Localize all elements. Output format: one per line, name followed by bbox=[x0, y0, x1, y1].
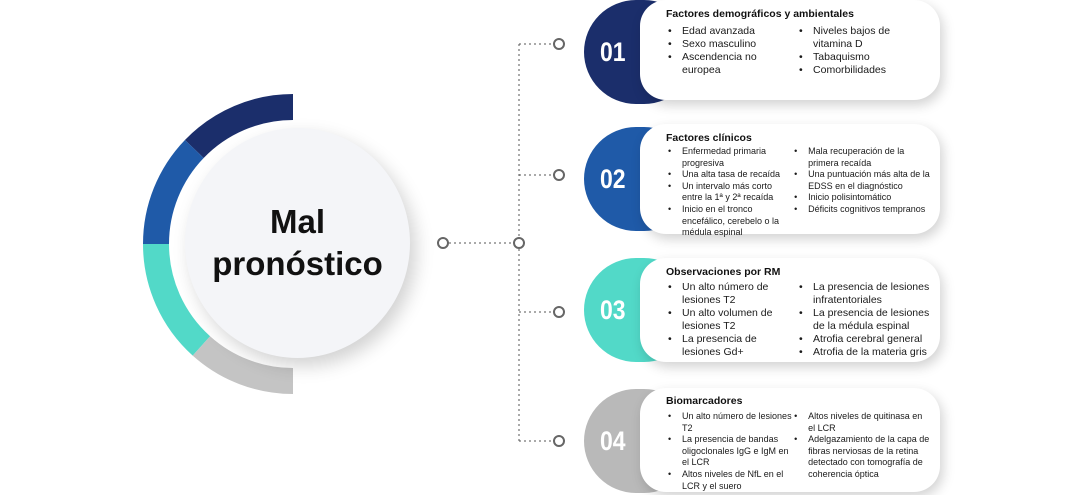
section-number: 03 bbox=[600, 294, 626, 325]
section-title: Factores demográficos y ambientales bbox=[666, 8, 854, 20]
ring-segment-navy bbox=[184, 94, 294, 159]
connector-node bbox=[553, 169, 565, 181]
list-item: La presencia de lesiones infratentoriale… bbox=[797, 281, 930, 307]
section-list-left: Un alto número de lesiones T2 Un alto vo… bbox=[666, 281, 797, 359]
section-card-03: Observaciones por RM Un alto número de l… bbox=[640, 258, 940, 362]
connector-node bbox=[553, 435, 565, 447]
list-item: Enfermedad primaria progresiva bbox=[666, 146, 792, 169]
list-item: Mala recuperación de la primera recaída bbox=[792, 146, 930, 169]
list-item: Niveles bajos de vitamina D bbox=[797, 25, 930, 51]
list-item: Déficits cognitivos tempranos bbox=[792, 204, 930, 216]
list-item: Un intervalo más corto entre la 1ª y 2ª … bbox=[666, 181, 792, 204]
section-title: Factores clínicos bbox=[666, 132, 752, 144]
list-item: Un alto número de lesiones T2 bbox=[666, 281, 797, 307]
list-item: Edad avanzada bbox=[666, 25, 797, 38]
center-disc: Mal pronóstico bbox=[185, 128, 410, 358]
section-card-04: Biomarcadores Un alto número de lesiones… bbox=[640, 388, 940, 492]
connector-node bbox=[553, 306, 565, 318]
connector-node bbox=[513, 237, 525, 249]
list-item: La presencia de lesiones de la médula es… bbox=[797, 307, 930, 333]
section-title: Observaciones por RM bbox=[666, 266, 781, 278]
section-number: 01 bbox=[600, 36, 626, 67]
list-item: La presencia de lesiones Gd+ bbox=[666, 333, 797, 359]
ring-segment-teal bbox=[143, 243, 211, 356]
list-item: Un alto número de lesiones T2 bbox=[666, 411, 792, 434]
section-card-01: Factores demográficos y ambientales Edad… bbox=[640, 0, 940, 100]
connector-node bbox=[553, 38, 565, 50]
section-list-right: Niveles bajos de vitamina D Tabaquismo C… bbox=[797, 25, 930, 77]
section-card-02: Factores clínicos Enfermedad primaria pr… bbox=[640, 124, 940, 237]
list-item: Comorbilidades bbox=[797, 64, 930, 77]
list-item: Altos niveles de quitinasa en el LCR bbox=[792, 411, 930, 434]
section-list-right: Mala recuperación de la primera recaída … bbox=[792, 146, 930, 239]
list-item: Inicio en el tronco encefálico, cerebelo… bbox=[666, 204, 792, 239]
list-item: Altos niveles de NfL en el LCR y el suer… bbox=[666, 469, 792, 492]
center-title: Mal pronóstico bbox=[212, 203, 383, 282]
list-item: La presencia de bandas oligoclonales IgG… bbox=[666, 434, 792, 469]
ring-segment-gray bbox=[192, 336, 294, 394]
section-title: Biomarcadores bbox=[666, 395, 743, 407]
list-item: Atrofia cerebral general bbox=[797, 333, 930, 346]
list-item: Sexo masculino bbox=[666, 38, 797, 51]
list-item: Un alto volumen de lesiones T2 bbox=[666, 307, 797, 333]
section-list-left: Un alto número de lesiones T2 La presenc… bbox=[666, 411, 792, 492]
list-item: Adelgazamiento de la capa de fibras nerv… bbox=[792, 434, 930, 480]
section-list-left: Edad avanzada Sexo masculino Ascendencia… bbox=[666, 25, 797, 77]
list-item: Atrofia de la materia gris bbox=[797, 346, 930, 359]
section-number: 04 bbox=[600, 425, 626, 456]
section-list-left: Enfermedad primaria progresiva Una alta … bbox=[666, 146, 792, 239]
section-list-right: Altos niveles de quitinasa en el LCR Ade… bbox=[792, 411, 930, 492]
list-item: Ascendencia no europea bbox=[666, 51, 797, 77]
list-item: Tabaquismo bbox=[797, 51, 930, 64]
list-item: Una alta tasa de recaída bbox=[666, 169, 792, 181]
connector-node bbox=[437, 237, 449, 249]
section-number: 02 bbox=[600, 163, 626, 194]
ring-segment-blue bbox=[143, 139, 204, 245]
section-list-right: La presencia de lesiones infratentoriale… bbox=[797, 281, 930, 359]
list-item: Inicio polisintomático bbox=[792, 192, 930, 204]
list-item: Una puntuación más alta de la EDSS en el… bbox=[792, 169, 930, 192]
